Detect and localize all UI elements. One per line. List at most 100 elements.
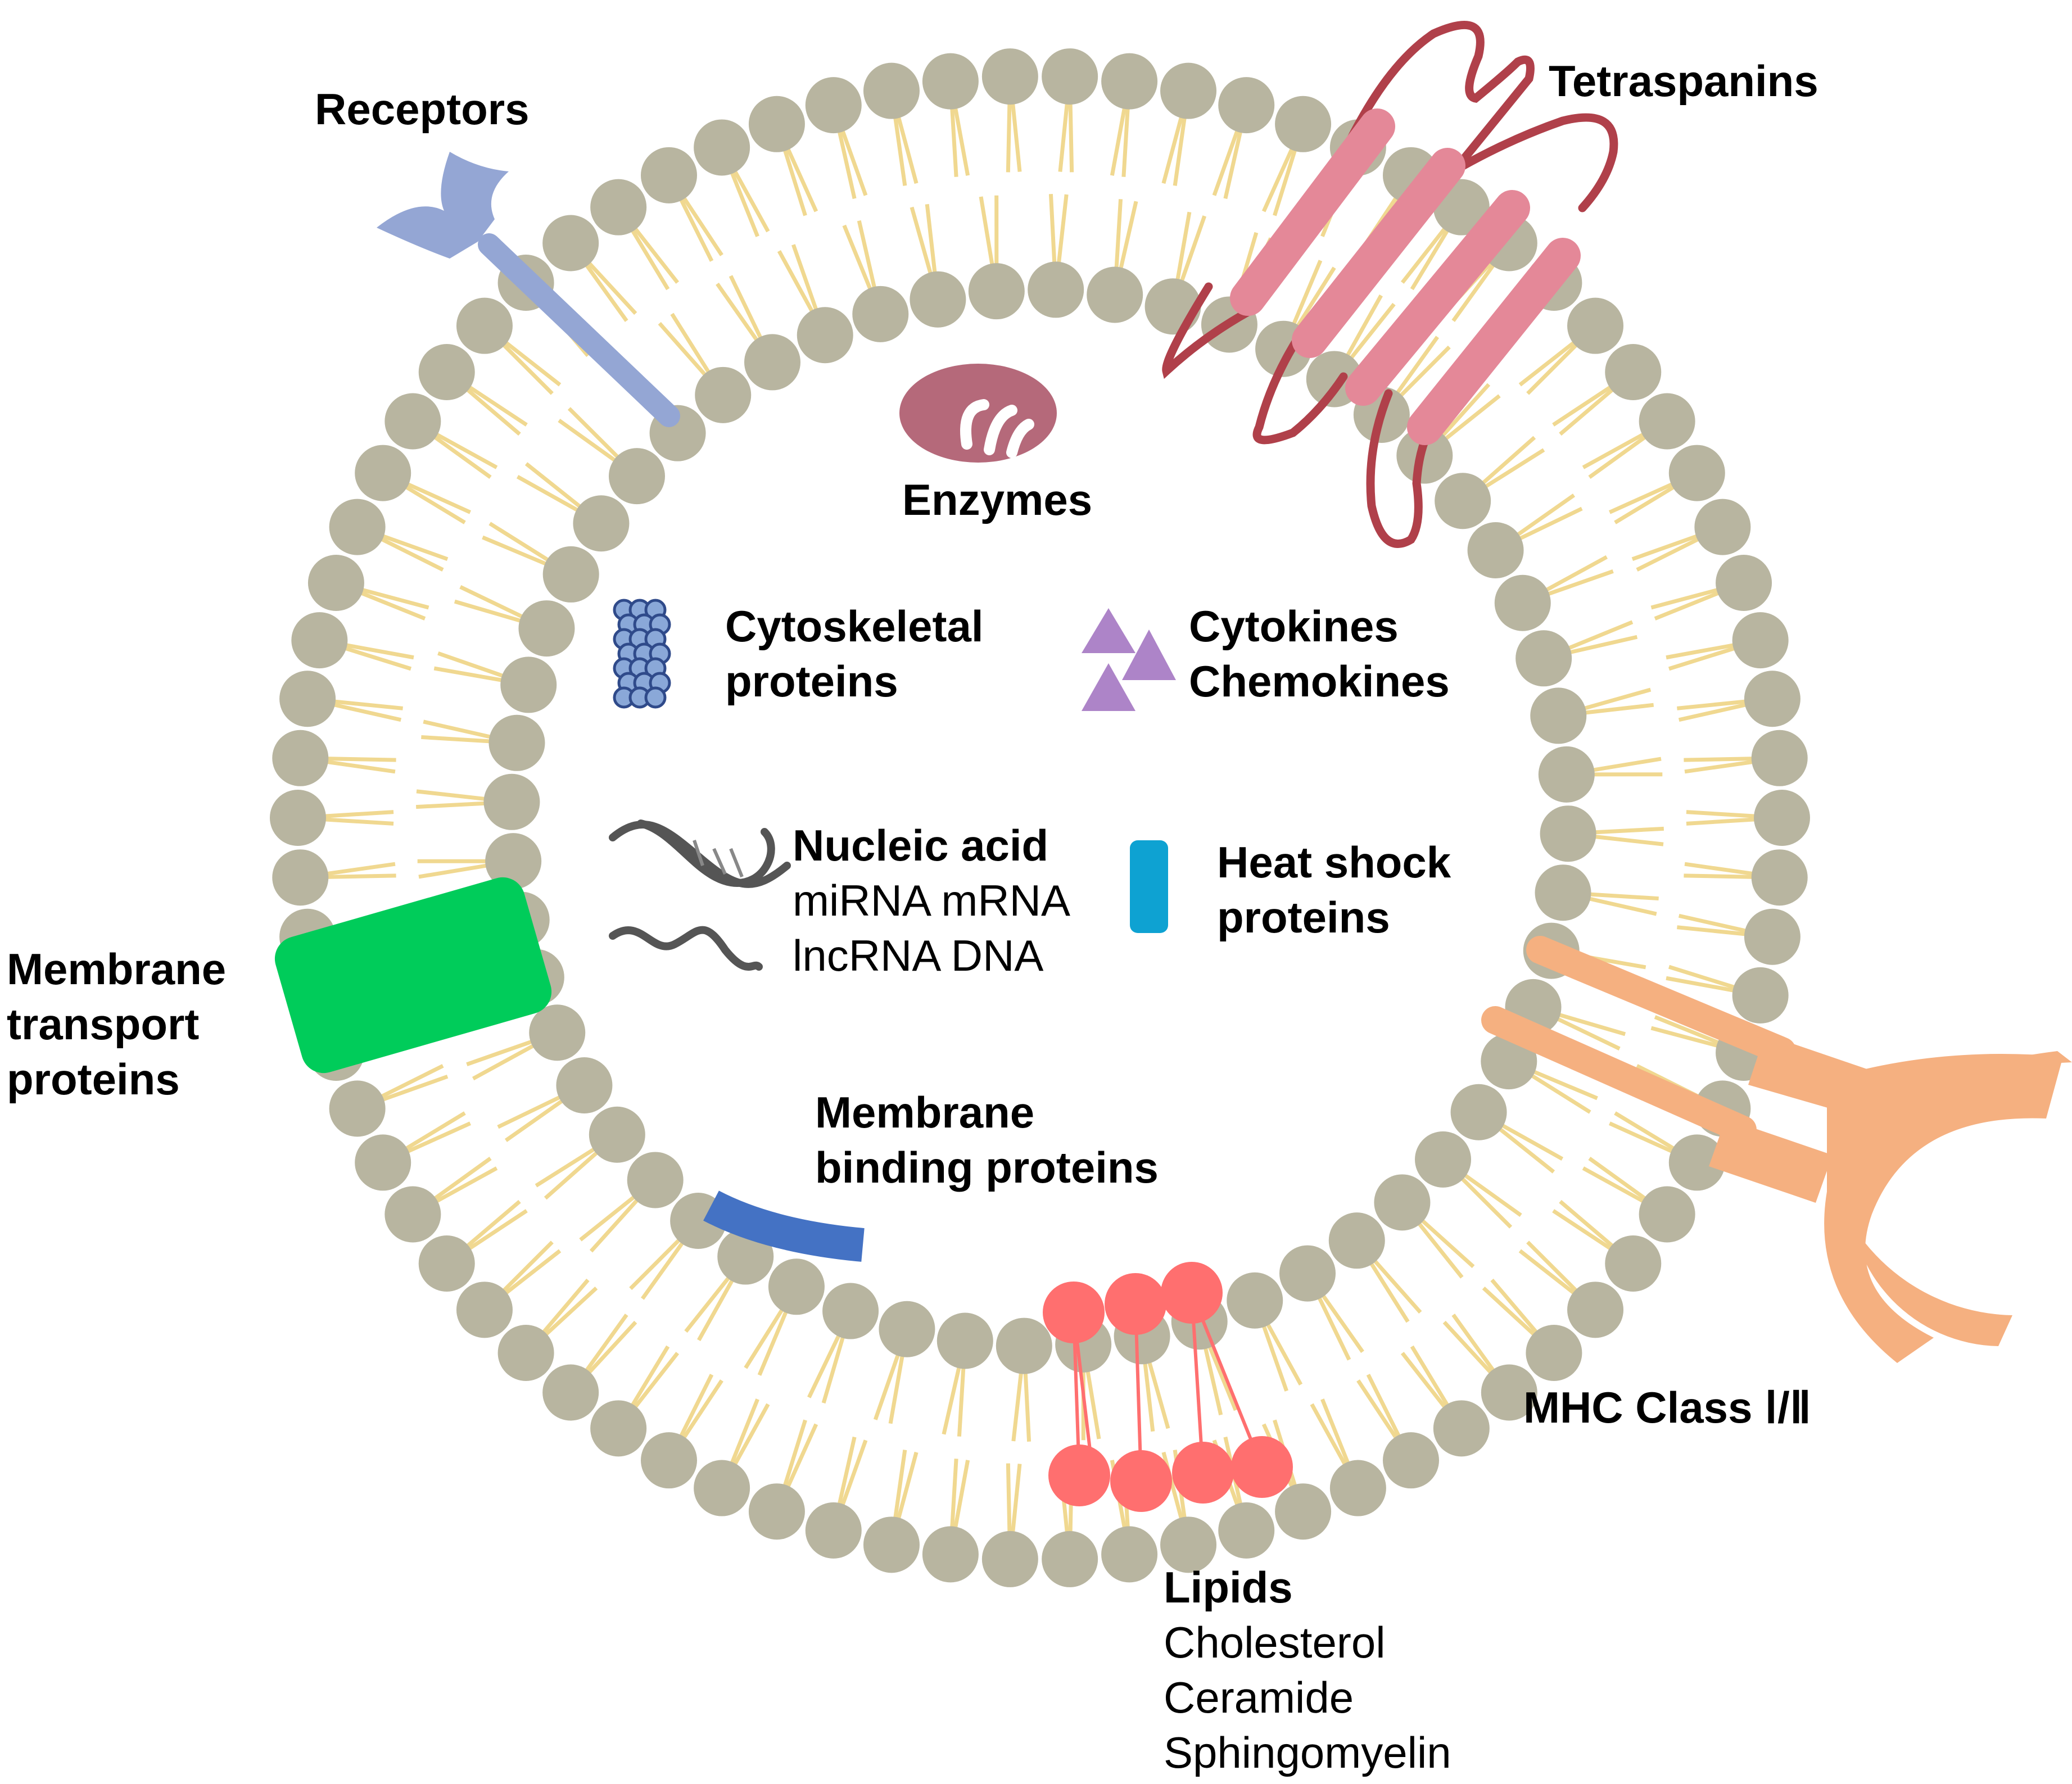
lipid-head: [863, 1516, 920, 1573]
lipid-head: [1515, 630, 1572, 687]
lipid-head: [1329, 1460, 1386, 1516]
lipid-head: [1732, 967, 1789, 1024]
lipid-head: [1639, 393, 1695, 450]
nucleic-line-2: lncRNA DNA: [793, 931, 1044, 980]
lipids-title: Lipids: [1164, 1563, 1293, 1612]
heat-shock-text-1: Heat shock: [1217, 837, 1451, 887]
membrane-transport-protein-icon: [274, 877, 552, 1074]
mhc-text: MHC Class Ⅰ/Ⅱ: [1523, 1383, 1812, 1432]
receptor-icon: [377, 152, 680, 427]
lipid-head: [1732, 612, 1789, 669]
membrane-binding-text-2: binding proteins: [815, 1143, 1159, 1192]
lipids-line-1: Cholesterol: [1164, 1618, 1386, 1667]
lipid-head: [694, 119, 750, 176]
lipid-head: [822, 1283, 879, 1339]
lipids-line-2: Ceramide: [1164, 1673, 1354, 1722]
lipid-head: [981, 48, 1038, 105]
receptors-label: Receptors: [315, 81, 529, 137]
lipid-head: [641, 1432, 697, 1489]
lipid-head: [1435, 473, 1491, 529]
lipid-head: [910, 271, 966, 328]
lipid-head: [329, 1080, 386, 1137]
lipid-head: [1087, 266, 1143, 323]
lipid-head: [497, 1324, 554, 1381]
lipid-head: [922, 53, 979, 110]
lipid-head: [805, 77, 862, 134]
membrane-transport-text-2: transport: [7, 999, 200, 1049]
lipid-head: [1526, 1324, 1582, 1381]
lipid-head: [1540, 805, 1596, 862]
lipid-head: [291, 612, 348, 669]
lipid-head: [1744, 908, 1800, 965]
lipid-head: [355, 445, 411, 501]
cytokines-text-1: Cytokines: [1189, 601, 1399, 651]
lipid-head: [485, 833, 542, 890]
lipid-head: [1101, 1526, 1158, 1583]
heat-shock-protein-icon: [1130, 840, 1168, 933]
lipid-head: [542, 215, 599, 271]
lipid-head: [1567, 1282, 1624, 1338]
lipid-head: [1450, 1084, 1507, 1140]
lipid-head: [542, 1364, 599, 1421]
lipid-head: [1275, 96, 1332, 152]
lipid-head: [1751, 730, 1808, 786]
lipid-head: [1275, 1483, 1332, 1540]
lipid-head: [695, 366, 752, 423]
membrane-binding-protein-icon: [703, 1190, 865, 1262]
cytoskeletal-label: Cytoskeletal proteins: [725, 599, 984, 709]
lipid-head: [1028, 261, 1084, 318]
lipid-head: [968, 263, 1025, 320]
lipid-head: [529, 1004, 586, 1061]
cytokines-label: Cytokines Chemokines: [1189, 599, 1450, 709]
lipid-head: [1383, 1432, 1439, 1489]
lipid-head: [590, 179, 647, 236]
lipid-head: [1467, 522, 1524, 578]
highlighted-lipids-icon: [1043, 1262, 1293, 1512]
tetraspanins-text: Tetraspanins: [1549, 56, 1818, 106]
lipid-head: [879, 1301, 935, 1357]
cytokine-icon: [1082, 608, 1176, 711]
lipid-head: [1530, 687, 1587, 744]
cytoskeletal-subunit: [644, 686, 667, 709]
lipid-head: [500, 656, 557, 713]
lipid-head: [556, 1057, 613, 1114]
lipid-head: [1481, 1364, 1537, 1421]
lipid-head: [279, 671, 336, 727]
lipid-head: [627, 1152, 684, 1208]
lipid-head: [1042, 1531, 1098, 1587]
nucleic-line-1: miRNA mRNA: [793, 876, 1071, 925]
lipid-head: [744, 334, 800, 391]
lipids-label: Lipids Cholesterol Ceramide Sphingomyeli…: [1164, 1560, 1451, 1780]
membrane-transport-text-1: Membrane: [7, 944, 227, 994]
receptors-text: Receptors: [315, 84, 530, 134]
lipid-head: [542, 546, 599, 603]
lipid-head: [1433, 1400, 1490, 1457]
nucleic-acid-label: Nucleic acid miRNA mRNA lncRNA DNA: [793, 818, 1070, 983]
lipid-head: [589, 1106, 645, 1163]
lipid-head: [488, 714, 545, 771]
lipid-head: [1227, 1272, 1283, 1329]
lipid-head: [1639, 1186, 1695, 1243]
heat-shock-label: Heat shock proteins: [1217, 835, 1451, 945]
membrane-binding-text-1: Membrane: [815, 1088, 1035, 1137]
dna-helix-icon: [609, 819, 791, 888]
mhc-icon: [1481, 936, 2072, 1363]
lipid-head: [1160, 62, 1217, 119]
lipid-head: [1668, 1134, 1725, 1191]
lipid-head: [996, 1317, 1052, 1374]
lipid-head: [1042, 48, 1098, 105]
lipid-head: [1218, 77, 1275, 134]
lipid-head: [329, 499, 386, 555]
lipid-head: [768, 1258, 825, 1315]
lipid-head: [641, 147, 697, 203]
lipid-head: [863, 62, 920, 119]
nucleic-title: Nucleic acid: [793, 821, 1049, 870]
lipid-head: [355, 1134, 411, 1191]
lipid-head: [1605, 1235, 1662, 1292]
lipid-head: [1535, 864, 1591, 921]
lipid-head: [272, 730, 329, 786]
rna-strand-icon: [609, 926, 763, 971]
lipid-head: [272, 849, 329, 906]
lipid-head: [1160, 1516, 1217, 1573]
